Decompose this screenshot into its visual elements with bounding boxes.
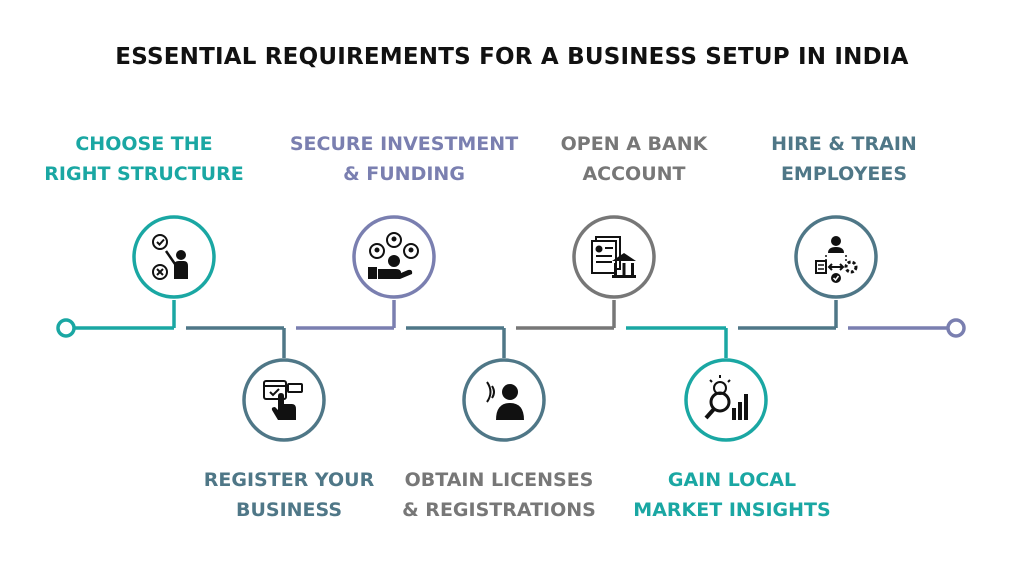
step-label-line: & REGISTRATIONS (402, 499, 596, 521)
step-label-line: HIRE & TRAIN (771, 133, 917, 155)
step-label-line: ACCOUNT (582, 163, 686, 185)
decision-person-icon (152, 234, 188, 280)
step-label-register-business: REGISTER YOUR BUSINESS (194, 465, 384, 525)
step-label-obtain-licenses: OBTAIN LICENSES & REGISTRATIONS (394, 465, 604, 525)
timeline-end-marker (946, 318, 966, 338)
step-label-line: CHOOSE THE (75, 133, 213, 155)
step-label-line: & FUNDING (343, 163, 465, 185)
step-label-line: REGISTER YOUR (203, 469, 375, 491)
step-circle (794, 215, 878, 299)
training-process-icon (815, 236, 858, 283)
step-label-line: EMPLOYEES (780, 163, 908, 185)
bank-document-icon (591, 236, 636, 278)
timeline-start-marker (56, 318, 76, 338)
step-label-hire-train: HIRE & TRAIN EMPLOYEES (759, 129, 929, 189)
step-label-line: SECURE INVESTMENT (289, 133, 519, 155)
diagram-title: ESSENTIAL REQUIREMENTS FOR A BUSINESS SE… (115, 44, 909, 70)
step-label-line: RIGHT STRUCTURE (44, 163, 244, 185)
step-label-line: OBTAIN LICENSES (404, 469, 594, 491)
step-label-secure-investment: SECURE INVESTMENT & FUNDING (284, 129, 524, 189)
step-label-choose-structure: CHOOSE THE RIGHT STRUCTURE (44, 129, 244, 189)
step-label-open-bank-account: OPEN A BANK ACCOUNT (544, 129, 724, 189)
timeline-line (74, 300, 948, 358)
step-label-line: OPEN A BANK (560, 133, 708, 155)
calendar-touch-icon (263, 380, 303, 420)
step-label-line: BUSINESS (235, 499, 343, 521)
step-circle (684, 358, 768, 442)
investment-hand-icon (368, 232, 419, 279)
step-label-line: GAIN LOCAL (667, 469, 797, 491)
step-label-market-insights: GAIN LOCAL MARKET INSIGHTS (627, 465, 837, 525)
person-signal-icon (486, 381, 524, 420)
step-circle (462, 358, 546, 442)
step-circle (132, 215, 216, 299)
market-insight-icon (704, 375, 748, 420)
step-label-line: MARKET INSIGHTS (633, 499, 831, 521)
